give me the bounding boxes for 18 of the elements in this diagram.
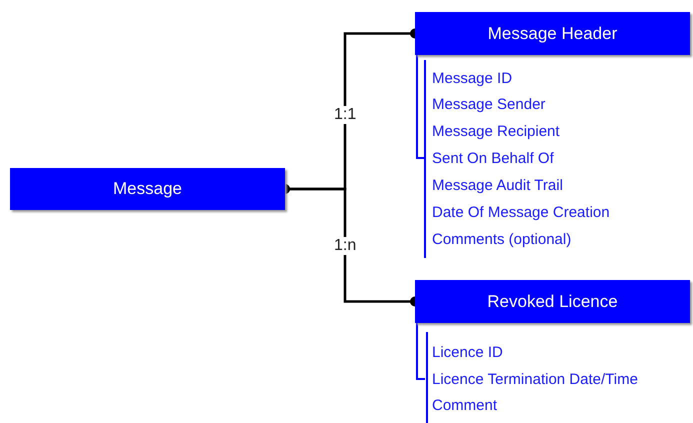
- attribute-text: Message Sender: [432, 96, 546, 113]
- attribute-text: Date Of Message Creation: [432, 204, 610, 221]
- attribute-text: Comment: [432, 397, 498, 414]
- edge-label: 1:n: [334, 237, 356, 256]
- entity-name: Message Header: [488, 24, 618, 44]
- attribute-text: Licence Termination Date/Time: [432, 371, 638, 388]
- attribute-text: Sent On Behalf Of: [432, 150, 554, 167]
- entity-box: [415, 12, 690, 55]
- entity-box: [10, 168, 285, 210]
- entity-name: Revoked Licence: [487, 292, 618, 312]
- attribute-text: Message Recipient: [432, 123, 560, 140]
- attribute-text: Message Audit Trail: [432, 177, 563, 194]
- edge-label: 1:1: [334, 106, 356, 124]
- attribute-text: Comments (optional): [432, 231, 572, 248]
- entity-name: Message: [113, 179, 182, 199]
- attribute-text: Licence ID: [432, 344, 503, 361]
- entity-box: [415, 280, 690, 323]
- attribute-text: Message ID: [432, 70, 512, 87]
